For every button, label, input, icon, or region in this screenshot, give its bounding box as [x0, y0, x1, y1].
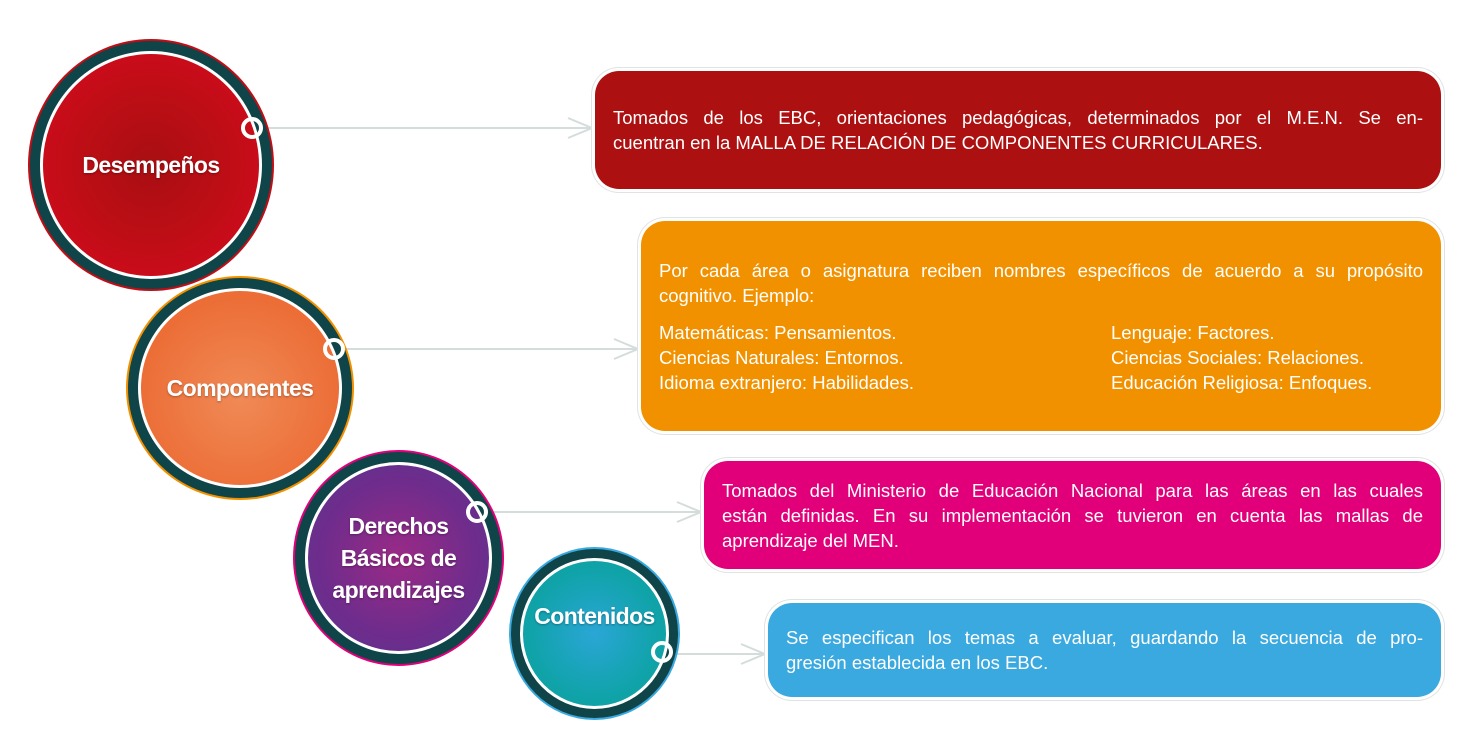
examples-columns: Matemáticas: Pensamientos. Ciencias Natu…	[659, 320, 1423, 395]
node-label-line: Derechos	[348, 513, 449, 539]
box-text-line: están definidas. En su implementación se…	[722, 504, 1423, 526]
box-derechos: Tomados del Ministerio de Educación Naci…	[704, 461, 1441, 569]
connector-dot	[323, 338, 345, 360]
examples-right: Lenguaje: Factores. Ciencias Sociales: R…	[1111, 320, 1423, 395]
arrowhead-derechos	[676, 501, 704, 523]
arrowhead-desempenos	[567, 117, 595, 139]
example-item: Educación Religiosa: Enfoques.	[1111, 371, 1373, 393]
example-item: Ciencias Sociales: Relaciones.	[1111, 346, 1364, 368]
connector-dot	[651, 641, 673, 663]
node-label: Desempeños	[82, 152, 220, 178]
box-text-line: aprendizaje del MEN.	[722, 529, 899, 551]
node-label: Contenidos	[534, 602, 655, 629]
node-label-line: aprendizajes	[332, 577, 465, 603]
node-contenidos: Contenidos	[511, 549, 678, 718]
node-derechos: Derechos Básicos de aprendizajes	[295, 452, 502, 664]
node-label: Derechos Básicos de aprendizajes	[332, 510, 465, 606]
box-text-line: cuentran en la MALLA DE RELACIÓN DE COMP…	[613, 132, 1263, 153]
node-componentes: Componentes	[128, 278, 352, 498]
node-label: Componentes	[166, 375, 314, 401]
example-item: Ciencias Naturales: Entornos.	[659, 346, 904, 368]
box-text-line: Tomados del Ministerio de Educación Naci…	[722, 479, 1423, 501]
example-item: Matemáticas: Pensamientos.	[659, 321, 897, 343]
connector-dot	[241, 117, 263, 139]
box-text-line: Se especifican los temas a evaluar, guar…	[786, 627, 1423, 648]
box-desempenos: Tomados de los EBC, orientaciones pedagó…	[595, 71, 1441, 189]
box-text-line: Tomados de los EBC, orientaciones pedagó…	[613, 107, 1423, 128]
node-desempenos: Desempeños	[30, 41, 272, 289]
box-text-line: cognitivo. Ejemplo:	[659, 284, 815, 306]
box-componentes: Por cada área o asignatura reciben nombr…	[641, 221, 1441, 431]
example-item: Idioma extranjero: Habilidades.	[659, 371, 915, 393]
example-item: Lenguaje: Factores.	[1111, 321, 1275, 343]
box-text-line: gresión establecida en los EBC.	[786, 652, 1049, 673]
node-label-line: Básicos de	[340, 545, 457, 571]
box-contenidos: Se especifican los temas a evaluar, guar…	[768, 603, 1441, 697]
connector-dot	[466, 501, 488, 523]
arrowhead-contenidos	[740, 643, 768, 665]
examples-left: Matemáticas: Pensamientos. Ciencias Natu…	[659, 320, 914, 395]
arrowhead-componentes	[613, 338, 641, 360]
box-text-line: Por cada área o asignatura reciben nombr…	[659, 259, 1423, 281]
